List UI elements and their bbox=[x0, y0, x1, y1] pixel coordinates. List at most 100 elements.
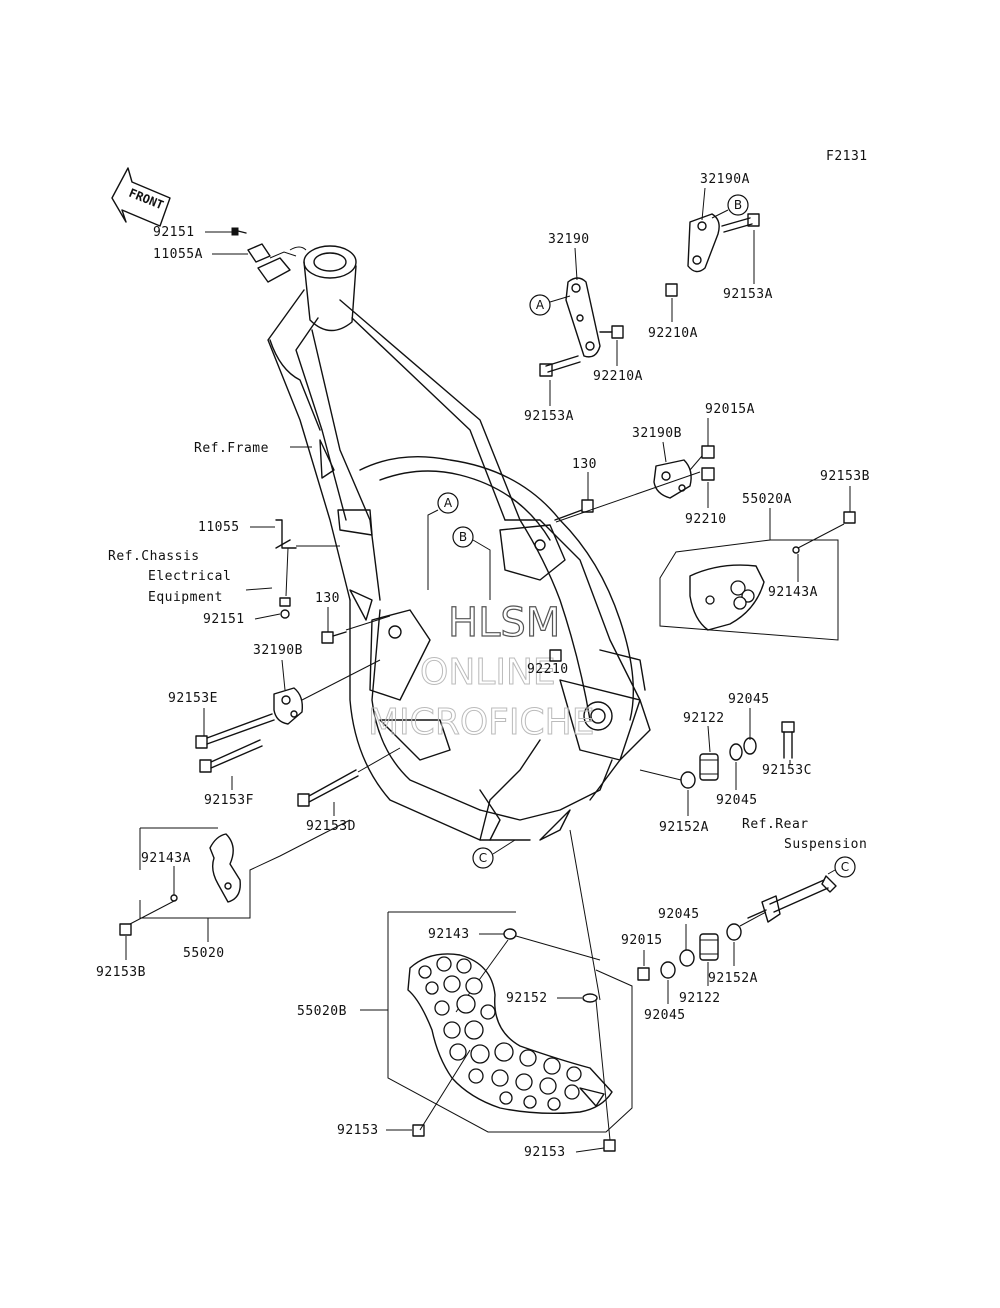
nut-92210-center bbox=[549, 649, 562, 662]
bolt-130-right bbox=[554, 499, 594, 521]
bolt-92153C bbox=[781, 721, 795, 759]
part-label-92045-top: 92045 bbox=[728, 692, 770, 707]
washer-92152A-top bbox=[680, 771, 696, 789]
part-label-92143A-left: 92143A bbox=[141, 851, 191, 866]
guard-55020A bbox=[689, 564, 765, 631]
bearing-92045-top bbox=[743, 737, 757, 755]
bracket-32190B-right bbox=[653, 459, 692, 499]
part-label-130-left: 130 bbox=[315, 591, 340, 606]
nut-92210-right bbox=[701, 467, 715, 481]
svg-text:A: A bbox=[444, 496, 453, 510]
bolt-92153A-right bbox=[721, 213, 760, 233]
part-label-92045-bottom: 92045 bbox=[644, 1008, 686, 1023]
bracket-32190B-left bbox=[273, 687, 304, 725]
svg-text:B: B bbox=[734, 198, 742, 212]
washer-92143 bbox=[503, 928, 517, 940]
collar-92122-top bbox=[699, 753, 719, 781]
ref-chassis-line3: Equipment bbox=[148, 590, 223, 605]
bolt-92153B-right bbox=[843, 511, 856, 524]
figure-code: F2131 bbox=[826, 149, 868, 164]
nut-92015 bbox=[637, 967, 650, 981]
part-label-11055A: 11055A bbox=[153, 247, 203, 262]
part-label-92152: 92152 bbox=[506, 991, 548, 1006]
part-label-92210A-right: 92210A bbox=[648, 326, 698, 341]
washer-92143A-right bbox=[792, 546, 800, 554]
bolt-92153-bottom bbox=[603, 1139, 616, 1152]
watermark-line3: MICROFICHE bbox=[368, 702, 594, 743]
ref-chassis-line2: Electrical bbox=[148, 569, 231, 584]
part-label-92210-right: 92210 bbox=[685, 512, 727, 527]
washer-92152 bbox=[582, 993, 598, 1003]
part-label-32190B-right: 32190B bbox=[632, 426, 682, 441]
front-arrow-icon: FRONT bbox=[111, 167, 171, 227]
screw-icon bbox=[231, 227, 247, 236]
part-label-32190: 32190 bbox=[548, 232, 590, 247]
washer-92152A-low bbox=[726, 923, 742, 941]
skid-plate-55020B bbox=[407, 953, 613, 1115]
part-label-32190B-left: 32190B bbox=[253, 643, 303, 658]
svg-text:C: C bbox=[841, 860, 849, 874]
nut-92210A-right bbox=[665, 283, 678, 297]
nut-92210A-left bbox=[599, 325, 624, 339]
ref-rear-line1: Ref.Rear bbox=[742, 817, 809, 832]
part-label-92045-mid: 92045 bbox=[716, 793, 758, 808]
part-label-11055: 11055 bbox=[198, 520, 240, 535]
part-label-92015A: 92015A bbox=[705, 402, 755, 417]
part-label-55020B: 55020B bbox=[297, 1004, 347, 1019]
callout-c-shaft: C bbox=[827, 856, 856, 878]
svg-text:A: A bbox=[536, 298, 545, 312]
screw-92151-bottom bbox=[279, 597, 291, 607]
part-label-32190A: 32190A bbox=[700, 172, 750, 187]
callout-a-bracket: A bbox=[529, 294, 571, 316]
part-label-92210-center: 92210 bbox=[527, 662, 569, 677]
callout-b-bracket: B bbox=[711, 194, 749, 219]
part-label-55020: 55020 bbox=[183, 946, 225, 961]
part-label-92122-low: 92122 bbox=[679, 991, 721, 1006]
part-label-92143A-right: 92143A bbox=[768, 585, 818, 600]
watermark-line1: HLSM bbox=[448, 600, 560, 646]
part-label-92153E: 92153E bbox=[168, 691, 218, 706]
bracket-32190 bbox=[565, 277, 601, 358]
bracket-32190A bbox=[687, 213, 720, 273]
part-label-92153C: 92153C bbox=[762, 763, 812, 778]
clamp-icon bbox=[247, 243, 271, 263]
svg-text:C: C bbox=[479, 851, 487, 865]
part-label-55020A: 55020A bbox=[742, 492, 792, 507]
callout-a-frame: A bbox=[427, 492, 459, 590]
washer-92143A-left bbox=[170, 894, 178, 902]
callout-b-frame: B bbox=[452, 526, 491, 600]
part-label-92152A-top: 92152A bbox=[659, 820, 709, 835]
part-label-92151-top: 92151 bbox=[153, 225, 195, 240]
bearing-92045-low bbox=[679, 949, 695, 967]
clip-11055 bbox=[275, 519, 297, 549]
frame-drawing bbox=[257, 245, 651, 841]
bolt-92153D bbox=[297, 769, 359, 807]
front-label: FRONT bbox=[127, 186, 166, 213]
guard-55020 bbox=[209, 833, 241, 903]
part-label-92153-bottom: 92153 bbox=[524, 1145, 566, 1160]
pivot-shaft bbox=[747, 875, 837, 923]
nut-92015A bbox=[701, 445, 715, 459]
part-label-92153D: 92153D bbox=[306, 819, 356, 834]
collar-92122-low bbox=[699, 933, 719, 961]
svg-text:B: B bbox=[459, 530, 467, 544]
part-label-92153-left: 92153 bbox=[337, 1123, 379, 1138]
part-label-92122-top: 92122 bbox=[683, 711, 725, 726]
bolt-92153F bbox=[199, 739, 263, 773]
bolt-92153E bbox=[195, 713, 275, 749]
bolt-92153A-left bbox=[539, 355, 581, 377]
bolt-92153-left bbox=[412, 1124, 425, 1137]
part-label-92153B-left: 92153B bbox=[96, 965, 146, 980]
part-label-92153F: 92153F bbox=[204, 793, 254, 808]
bolt-130-left bbox=[321, 631, 347, 644]
part-label-130-right: 130 bbox=[572, 457, 597, 472]
bearing-92045-bottom bbox=[660, 961, 676, 979]
callout-c-frame: C bbox=[472, 839, 516, 869]
watermark: HLSM ONLINE MICROFICHE bbox=[368, 599, 595, 743]
part-label-92210A-left: 92210A bbox=[593, 369, 643, 384]
part-label-92153A-left: 92153A bbox=[524, 409, 574, 424]
bolt-92153B-left bbox=[119, 923, 132, 936]
part-label-92153B-right: 92153B bbox=[820, 469, 870, 484]
watermark-line2: ONLINE bbox=[420, 652, 556, 693]
